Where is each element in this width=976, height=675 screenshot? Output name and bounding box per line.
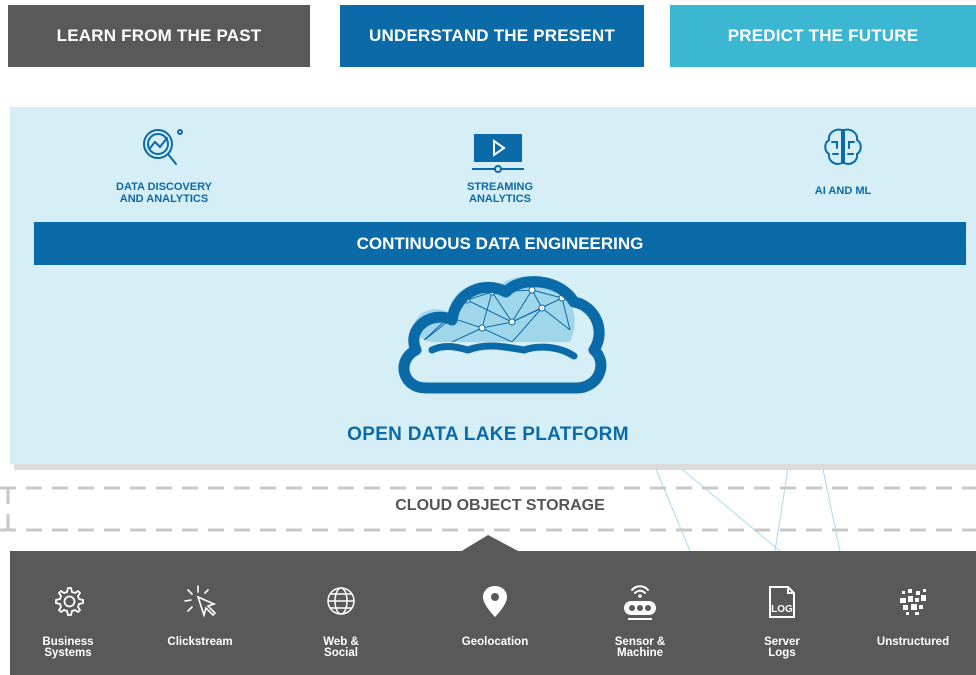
platform-title: OPEN DATA LAKE PLATFORM — [347, 424, 629, 445]
capability-label: AND ANALYTICS — [119, 193, 209, 205]
capability-label: AI AND ML — [814, 185, 872, 197]
source-label: Systems — [44, 647, 92, 659]
svg-text:LOG: LOG — [771, 604, 793, 615]
cloud-network-icon — [398, 276, 607, 394]
source-label: Unstructured — [876, 636, 950, 648]
source-server-logs: LOG Server Logs — [722, 551, 842, 675]
platform-shadow — [14, 464, 976, 470]
source-label: Sensor & — [614, 636, 666, 648]
brain-circuit-icon — [824, 128, 862, 165]
source-sensor-machine: Sensor & Machine — [580, 551, 700, 675]
source-label: Business — [42, 636, 94, 648]
source-label: Geolocation — [461, 636, 529, 648]
source-web-social: Web & Social — [281, 551, 401, 675]
cursor-click-icon — [184, 585, 217, 618]
storage-label: CLOUD OBJECT STORAGE — [395, 497, 605, 514]
source-label: Web & — [323, 636, 359, 648]
capability-streaming-analytics: STREAMING ANALYTICS — [440, 181, 560, 205]
source-unstructured: Unstructured — [853, 551, 973, 675]
magnifier-chart-icon — [143, 129, 183, 165]
globe-icon — [327, 587, 355, 615]
capability-data-discovery: DATA DISCOVERY AND ANALYTICS — [94, 181, 234, 205]
log-file-icon: LOG — [769, 586, 795, 618]
gear-icon — [55, 587, 84, 616]
capability-label: ANALYTICS — [469, 193, 531, 205]
source-label: Logs — [768, 647, 796, 659]
source-label: Clickstream — [167, 636, 233, 648]
continuous-data-engineering-bar: CONTINUOUS DATA ENGINEERING — [34, 222, 966, 265]
sensor-machine-icon — [624, 585, 656, 620]
source-label: Machine — [616, 647, 663, 659]
source-label: Social — [324, 647, 358, 659]
source-label: Server — [764, 636, 800, 648]
tab-understand-the-present: UNDERSTAND THE PRESENT — [340, 5, 644, 67]
notch-arrow — [460, 535, 520, 552]
capability-label: DATA DISCOVERY — [116, 181, 212, 193]
capability-ai-ml: AI AND ML — [783, 185, 903, 197]
tab-learn-from-the-past: LEARN FROM THE PAST — [8, 5, 310, 67]
scattered-data-icon — [900, 589, 926, 615]
video-stream-icon — [472, 134, 524, 173]
source-business-systems: Business Systems — [8, 551, 128, 675]
tab-predict-the-future: PREDICT THE FUTURE — [670, 5, 976, 67]
capability-label: STREAMING — [467, 181, 533, 193]
data-sources-panel: Business Systems Clickstream Web & Socia… — [10, 551, 976, 675]
cloud-object-storage-band — [0, 486, 976, 532]
location-pin-icon — [483, 586, 507, 617]
source-geolocation: Geolocation — [435, 551, 555, 675]
source-clickstream: Clickstream — [140, 551, 260, 675]
